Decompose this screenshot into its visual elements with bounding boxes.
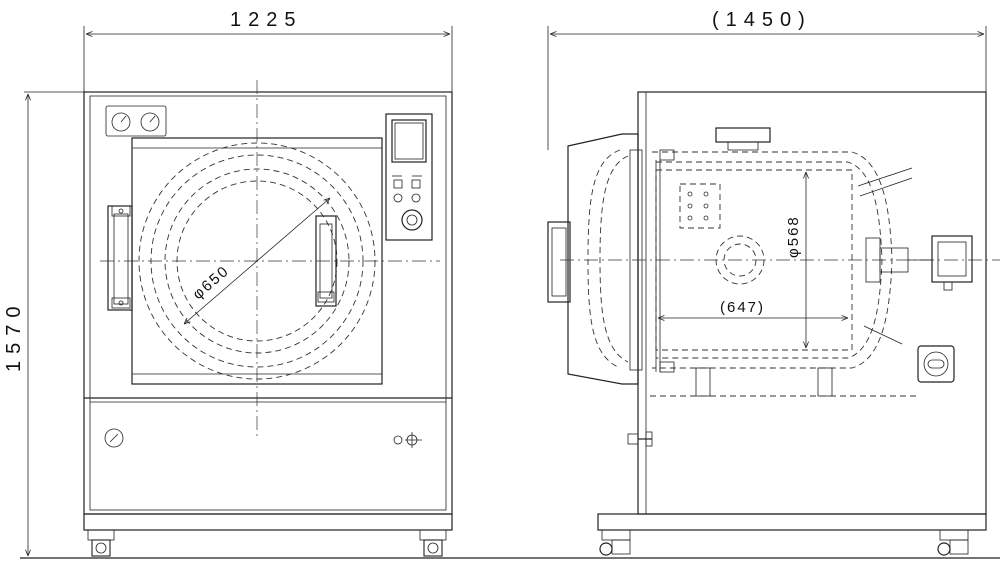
- gauge-icon: [111, 112, 131, 132]
- valve-icon: [393, 432, 422, 448]
- side-door: [547, 133, 639, 385]
- touch-screen: [391, 119, 427, 163]
- caster-icon: [87, 529, 115, 557]
- inner-length-label: (647): [720, 299, 765, 316]
- side-view: (1450): [547, 9, 1000, 556]
- side-depth-label: (1450): [712, 9, 812, 31]
- front-view: 1225 φ650: [3, 9, 1000, 559]
- caster-icon: [419, 529, 447, 557]
- chamber-diameter-label: φ650: [189, 262, 232, 303]
- lamp-icon: [411, 193, 421, 203]
- side-cabinet-outline: [637, 91, 987, 515]
- total-height-label: 1570: [3, 300, 25, 373]
- front-width-dimension: 1225: [83, 9, 453, 92]
- knob-icon: [401, 209, 423, 231]
- gauge-icon: [140, 112, 160, 132]
- front-width-label: 1225: [230, 9, 303, 31]
- bolt-pattern: [687, 191, 709, 221]
- control-panel: [385, 113, 433, 241]
- pressure-gauge-panel: [105, 105, 167, 137]
- inner-diameter-label: φ568: [785, 215, 802, 258]
- rear-dial-icon: [917, 345, 955, 383]
- switch-icon: [393, 179, 403, 189]
- side-depth-dimension: (1450): [547, 9, 987, 150]
- lamp-icon: [393, 193, 403, 203]
- lower-gauge-icon: [104, 428, 124, 448]
- drain-valve-icon: [627, 431, 653, 447]
- rear-fittings: [857, 167, 973, 345]
- inner-length-dimension: (647): [658, 299, 848, 318]
- switch-icon: [411, 179, 421, 189]
- total-height-dimension: 1570: [3, 91, 84, 556]
- caster-icon: [937, 529, 969, 556]
- caster-icon: [599, 529, 631, 556]
- chamber-supports: [650, 367, 916, 397]
- door-handle: [315, 215, 337, 307]
- side-chamber: [629, 149, 893, 373]
- door-hinge-left: [107, 205, 133, 311]
